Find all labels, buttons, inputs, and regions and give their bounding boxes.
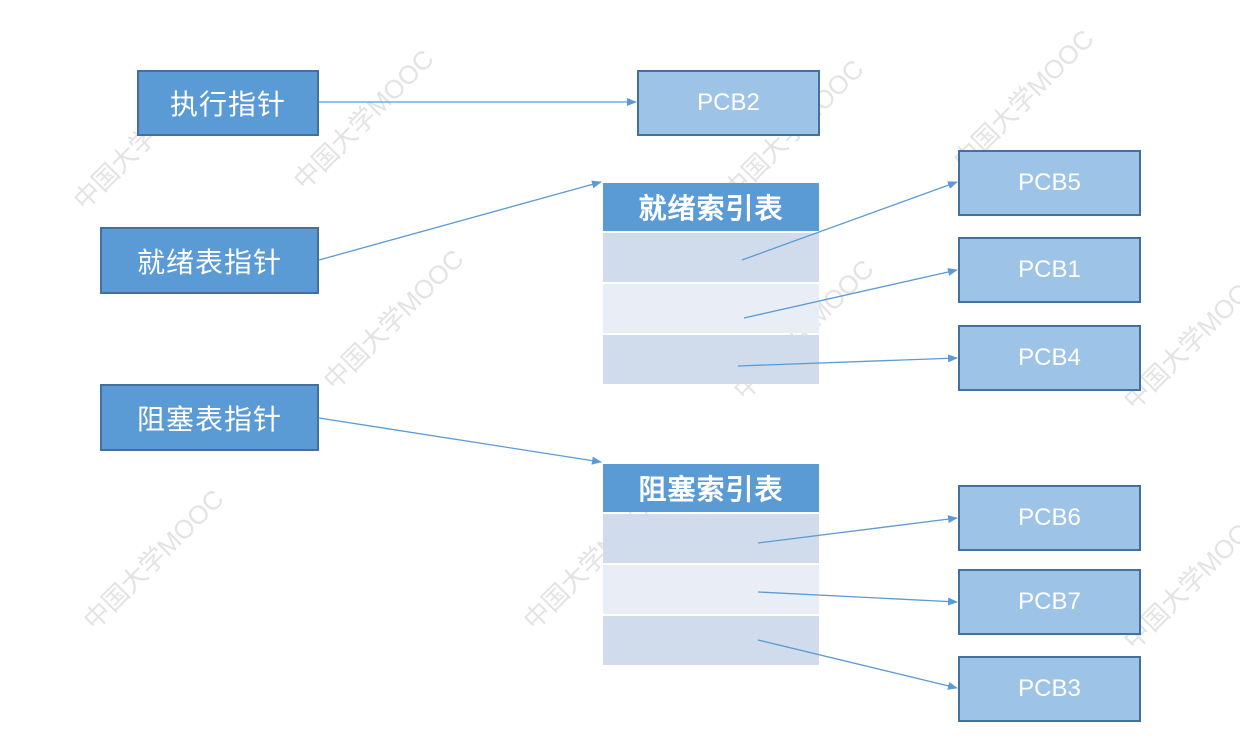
pcb4-label: PCB4 [1018, 344, 1081, 371]
blocked-table-row [603, 565, 819, 614]
pcb1-label: PCB1 [1018, 256, 1081, 283]
arrow-blocked-row1-to-pcb6 [757, 515, 958, 544]
running-pointer-box: 执行指针 [137, 70, 319, 136]
blocked-table-header-label: 阻塞索引表 [638, 473, 784, 506]
pcb7-label: PCB7 [1018, 588, 1081, 615]
ready-pointer-label: 就绪表指针 [136, 245, 282, 279]
arrow-blocked-to-table [318, 417, 602, 465]
pcb3-box: PCB3 [958, 656, 1141, 722]
blocked-pointer-box: 阻塞表指针 [100, 384, 319, 451]
pcb3-label: PCB3 [1018, 675, 1081, 702]
pcb1-box: PCB1 [958, 237, 1141, 303]
arrow-ready-row2-to-pcb1 [743, 268, 958, 319]
pcb4-box: PCB4 [958, 325, 1141, 391]
ready-table-row [603, 233, 819, 282]
arrow-ready-row1-to-pcb5 [741, 181, 958, 261]
blocked-table-header: 阻塞索引表 [603, 464, 819, 512]
blocked-pointer-label: 阻塞表指针 [136, 402, 282, 436]
arrow-blocked-row2-to-pcb7 [757, 591, 958, 606]
ready-table-row [603, 284, 819, 333]
pcb7-box: PCB7 [958, 569, 1141, 635]
pcb5-box: PCB5 [958, 150, 1141, 216]
blocked-table-row [603, 616, 819, 665]
running-pointer-label: 执行指针 [169, 88, 286, 121]
arrow-ready-row3-to-pcb4 [737, 354, 958, 367]
pcb6-label: PCB6 [1018, 504, 1081, 531]
pcb5-label: PCB5 [1018, 169, 1081, 196]
ready-table-header-label: 就绪索引表 [638, 192, 784, 225]
arrow-ready-to-table [318, 180, 602, 261]
ready-table-header: 就绪索引表 [603, 183, 819, 231]
pcb2-label: PCB2 [697, 89, 760, 116]
ready-table-row [603, 335, 819, 384]
pcb2-box: PCB2 [637, 70, 820, 136]
arrow-blocked-row3-to-pcb3 [757, 639, 958, 690]
ready-pointer-box: 就绪表指针 [100, 227, 319, 294]
blocked-table-row [603, 514, 819, 563]
pcb6-box: PCB6 [958, 485, 1141, 551]
